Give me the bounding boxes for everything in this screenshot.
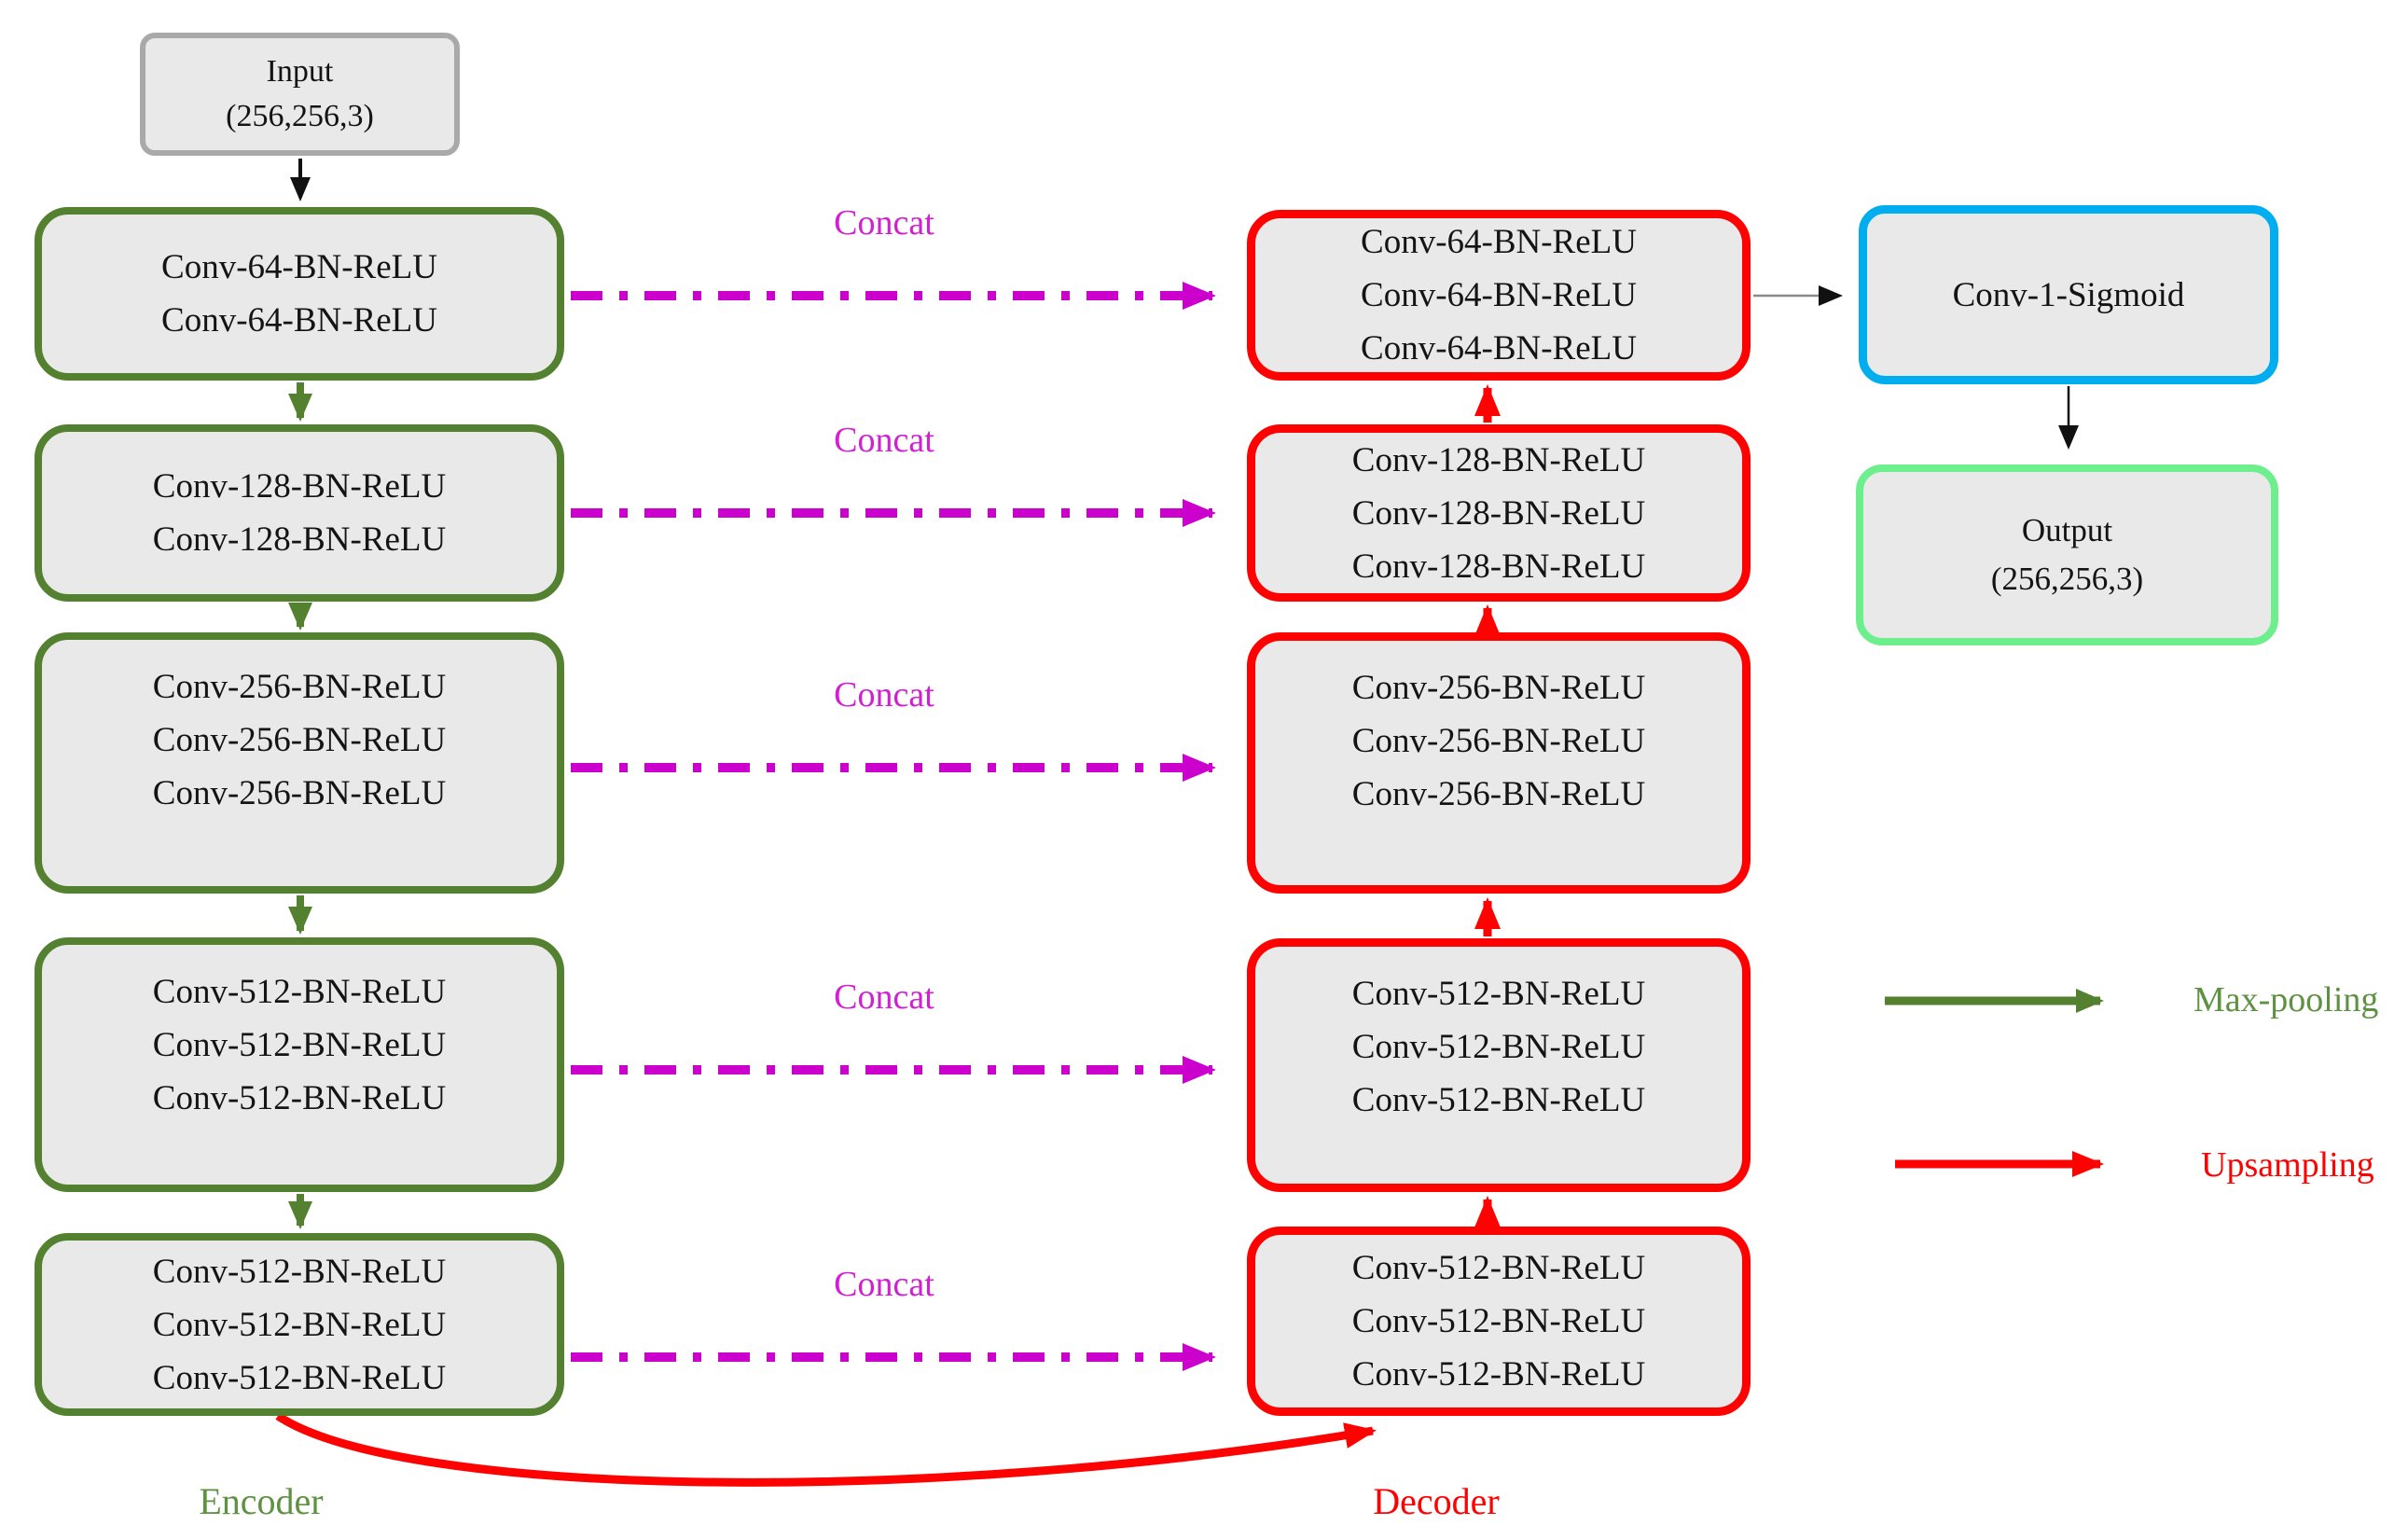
encoder-block-3-line: Conv-256-BN-ReLU [152, 668, 447, 706]
encoder-block-2: Conv-128-BN-ReLU Conv-128-BN-ReLU [35, 424, 564, 602]
sigmoid-label: Conv-1-Sigmoid [1952, 275, 2185, 314]
bottleneck-skip-curve [275, 1412, 1377, 1487]
decoder-block-1: Conv-64-BN-ReLU Conv-64-BN-ReLU Conv-64-… [1247, 210, 1751, 381]
decoder-block-4-line: Conv-512-BN-ReLU [1351, 1028, 1646, 1066]
decoder-label: Decoder [1373, 1480, 1500, 1522]
sigmoid-box: Conv-1-Sigmoid [1859, 205, 2278, 384]
encoder-block-5-line: Conv-512-BN-ReLU [152, 1305, 447, 1344]
decoder-block-5-line: Conv-512-BN-ReLU [1351, 1302, 1646, 1340]
concat-label-1: Concat [834, 203, 934, 243]
encoder-block-5-line: Conv-512-BN-ReLU [152, 1252, 447, 1291]
concat-label-2: Concat [834, 421, 934, 460]
concat-label-5: Concat [834, 1265, 934, 1304]
encoder-block-3: Conv-256-BN-ReLU Conv-256-BN-ReLU Conv-2… [35, 632, 564, 894]
input-shape: (256,256,3) [226, 99, 374, 133]
decoder-block-4: Conv-512-BN-ReLU Conv-512-BN-ReLU Conv-5… [1247, 938, 1751, 1192]
decoder-block-3-line: Conv-256-BN-ReLU [1351, 669, 1646, 707]
encoder-block-4: Conv-512-BN-ReLU Conv-512-BN-ReLU Conv-5… [35, 937, 564, 1192]
decoder-block-1-line: Conv-64-BN-ReLU [1361, 223, 1637, 261]
legend-max-pooling-label: Max-pooling [2193, 980, 2379, 1019]
concat-label-3: Concat [834, 675, 934, 714]
encoder-block-5-line: Conv-512-BN-ReLU [152, 1358, 447, 1397]
output-label: Output [2021, 512, 2113, 548]
encoder-block-3-line: Conv-256-BN-ReLU [152, 774, 447, 812]
encoder-label: Encoder [199, 1480, 324, 1522]
encoder-block-5: Conv-512-BN-ReLU Conv-512-BN-ReLU Conv-5… [35, 1233, 564, 1416]
decoder-block-3-line: Conv-256-BN-ReLU [1351, 775, 1646, 813]
encoder-block-2-line: Conv-128-BN-ReLU [152, 520, 447, 559]
decoder-block-5-line: Conv-512-BN-ReLU [1351, 1355, 1646, 1393]
decoder-block-2: Conv-128-BN-ReLU Conv-128-BN-ReLU Conv-1… [1247, 424, 1751, 602]
concat-label-4: Concat [834, 977, 934, 1017]
encoder-block-4-line: Conv-512-BN-ReLU [152, 1079, 447, 1117]
decoder-block-2-line: Conv-128-BN-ReLU [1351, 547, 1646, 586]
input-label: Input [266, 54, 334, 89]
encoder-block-4-line: Conv-512-BN-ReLU [152, 1026, 447, 1064]
encoder-block-4-line: Conv-512-BN-ReLU [152, 973, 447, 1011]
output-box: Output (256,256,3) [1856, 464, 2278, 645]
output-shape: (256,256,3) [1990, 561, 2144, 597]
input-box: Input (256,256,3) [140, 33, 460, 156]
decoder-block-3: Conv-256-BN-ReLU Conv-256-BN-ReLU Conv-2… [1247, 632, 1751, 894]
encoder-block-3-line: Conv-256-BN-ReLU [152, 721, 447, 759]
decoder-block-5: Conv-512-BN-ReLU Conv-512-BN-ReLU Conv-5… [1247, 1227, 1751, 1416]
decoder-block-3-line: Conv-256-BN-ReLU [1351, 722, 1646, 760]
decoder-block-1-line: Conv-64-BN-ReLU [1361, 276, 1637, 314]
encoder-block-1: Conv-64-BN-ReLU Conv-64-BN-ReLU [35, 207, 564, 381]
decoder-block-5-line: Conv-512-BN-ReLU [1351, 1249, 1646, 1287]
encoder-block-1-line: Conv-64-BN-ReLU [161, 301, 437, 340]
decoder-block-4-line: Conv-512-BN-ReLU [1351, 975, 1646, 1013]
decoder-block-2-line: Conv-128-BN-ReLU [1351, 493, 1646, 533]
decoder-block-1-line: Conv-64-BN-ReLU [1361, 329, 1637, 367]
decoder-block-4-line: Conv-512-BN-ReLU [1351, 1081, 1646, 1119]
legend-upsampling-label: Upsampling [2201, 1145, 2374, 1185]
decoder-block-2-line: Conv-128-BN-ReLU [1351, 440, 1646, 479]
encoder-block-2-line: Conv-128-BN-ReLU [152, 467, 447, 506]
encoder-block-1-line: Conv-64-BN-ReLU [161, 248, 437, 286]
